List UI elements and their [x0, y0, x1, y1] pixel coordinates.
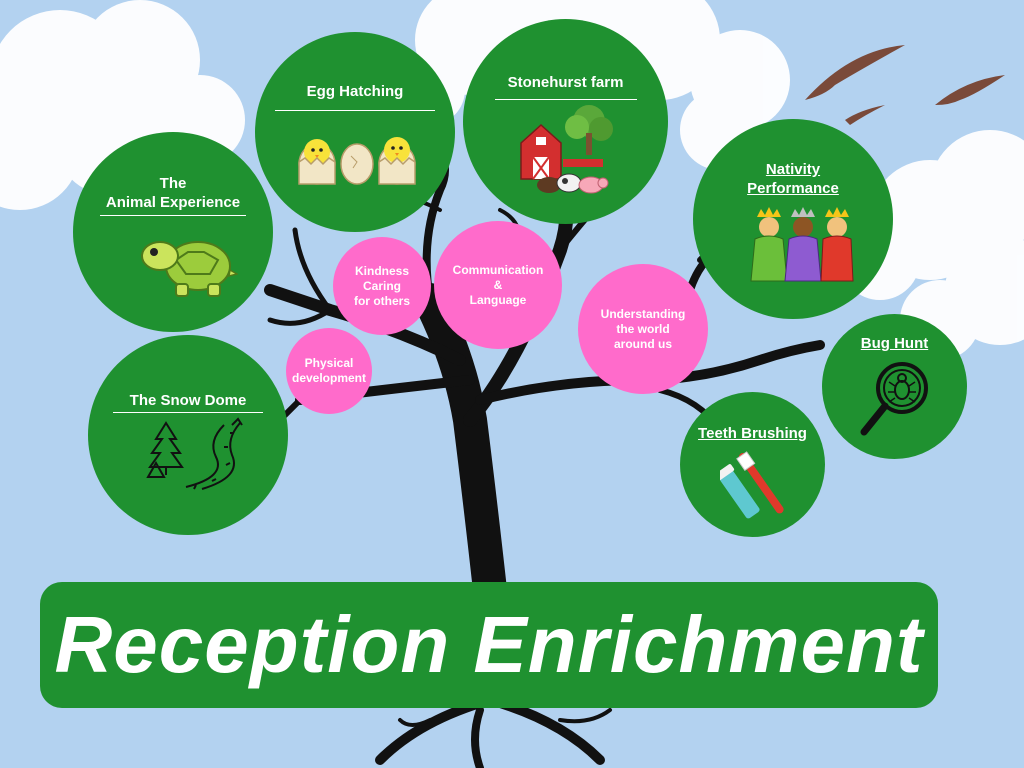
title-banner: Reception Enrichment: [40, 582, 938, 708]
kindness-line1: Kindness: [354, 263, 409, 278]
tortoise-icon: [141, 241, 238, 297]
kindness-line3: for others: [353, 293, 410, 308]
stonehurst-farm-rule: [494, 99, 637, 100]
physical-line2: development: [291, 371, 366, 385]
teeth-brushing-circle[interactable]: Teeth Brushing: [680, 392, 825, 537]
toothbrush-icon: [720, 451, 784, 519]
snow-dome-circle[interactable]: The Snow Dome: [88, 335, 288, 535]
nativity-performance-circle[interactable]: Nativity Performance: [693, 119, 893, 319]
bird-icon: [935, 75, 1005, 105]
cloud-left: [0, 0, 245, 210]
hatching-chicks-icon: [298, 137, 416, 185]
magnifier-bug-icon: [860, 362, 928, 436]
communication-line2: &: [493, 277, 503, 292]
snow-dome-title: The Snow Dome: [129, 392, 247, 409]
bug-hunt-title: Bug Hunt: [860, 335, 929, 352]
understanding-world-circle[interactable]: Understanding the world around us: [578, 264, 708, 394]
communication-language-circle[interactable]: Communication & Language: [434, 221, 562, 349]
animal-experience-title: The Animal Experience: [106, 174, 240, 212]
farm-barn-icon: [520, 105, 613, 194]
egg-hatching-circle[interactable]: Egg Hatching: [255, 32, 455, 232]
snow-dome-rule: [113, 412, 263, 413]
kindness-line2: Caring: [362, 278, 401, 293]
teeth-brushing-title: Teeth Brushing: [698, 425, 807, 442]
three-kings-icon: [750, 207, 854, 282]
nativity-performance-title-line1: Nativity: [765, 161, 821, 178]
understanding-line1: Understanding: [600, 306, 686, 321]
stonehurst-farm-circle[interactable]: Stonehurst farm: [463, 19, 668, 224]
animal-experience-rule: [100, 215, 246, 216]
stonehurst-farm-title: Stonehurst farm: [507, 74, 624, 91]
bird-icon: [805, 45, 905, 100]
bug-hunt-circle[interactable]: Bug Hunt: [822, 314, 967, 459]
nativity-performance-title: Nativity Performance: [747, 160, 839, 198]
egg-hatching-rule: [275, 110, 435, 111]
egg-hatching-title: Egg Hatching: [306, 83, 404, 100]
page-title: Reception Enrichment: [54, 600, 924, 689]
understanding-line3: around us: [613, 336, 672, 351]
understanding-line2: the world: [616, 321, 670, 336]
physical-development-circle[interactable]: Physical development: [286, 328, 372, 414]
ski-slope-icon: [146, 417, 243, 490]
kindness-caring-circle[interactable]: Kindness Caring for others: [333, 237, 431, 335]
communication-line1: Communication: [452, 262, 544, 277]
nativity-performance-title-line2: Performance: [747, 180, 839, 197]
animal-experience-title-line2: Animal Experience: [105, 194, 241, 211]
communication-line3: Language: [469, 292, 527, 307]
animal-experience-title-line1: The: [159, 175, 187, 192]
bird-icon: [845, 105, 885, 125]
animal-experience-circle[interactable]: The Animal Experience: [73, 132, 273, 332]
physical-line1: Physical: [304, 356, 354, 370]
birds: [805, 45, 1005, 125]
